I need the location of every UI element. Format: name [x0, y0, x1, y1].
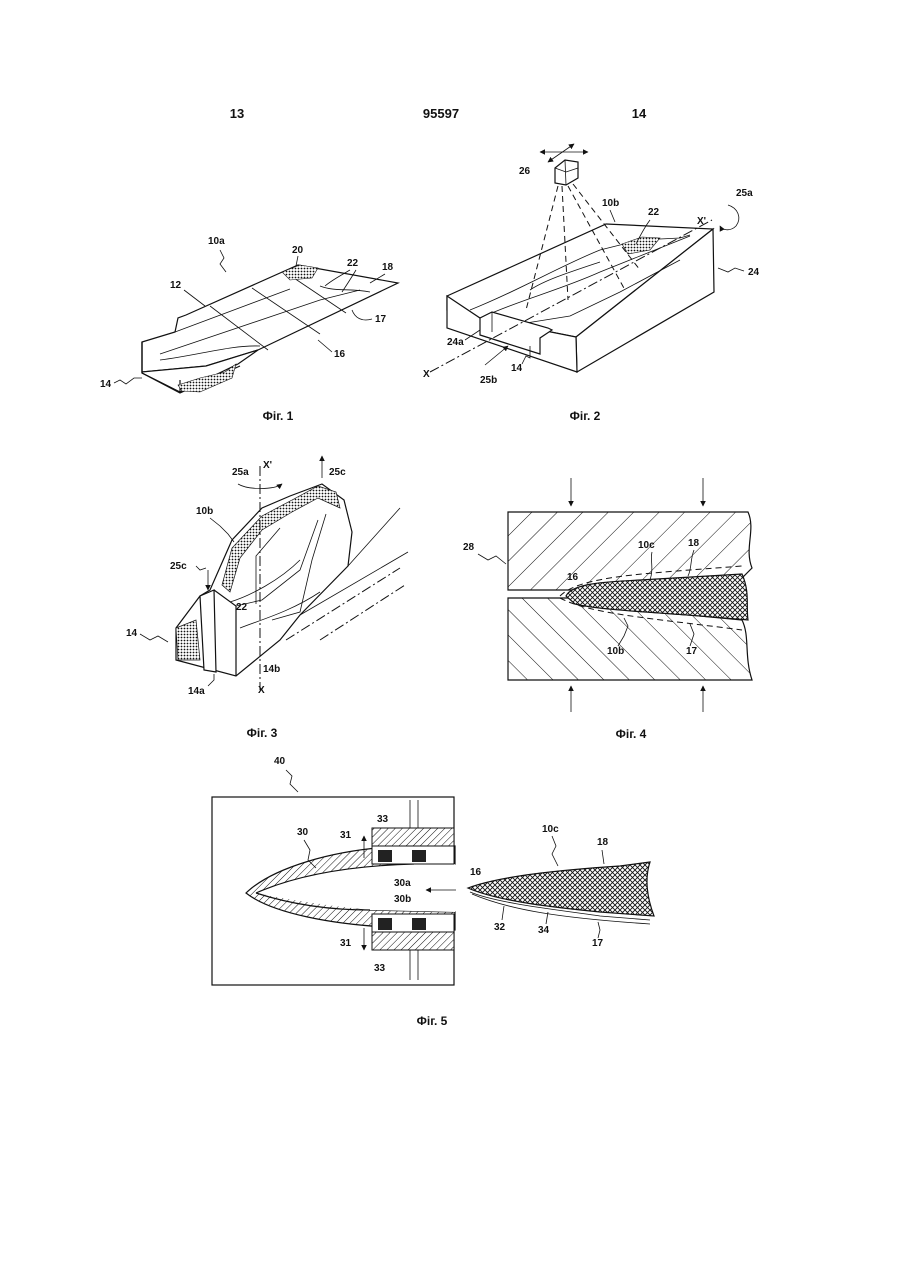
label-26: 26: [519, 166, 531, 177]
label-25c-top: 25c: [329, 467, 346, 478]
label-33-top: 33: [377, 814, 389, 825]
label-X: X: [423, 369, 430, 380]
label-28: 28: [463, 542, 475, 553]
label-X: X: [258, 685, 265, 696]
label-31-bottom: 31: [340, 938, 352, 949]
label-24a: 24a: [447, 337, 464, 348]
label-18: 18: [382, 262, 394, 273]
label-32: 32: [494, 922, 506, 933]
figure-5-caption: Фіг. 5: [417, 1014, 448, 1028]
figure-1: 10a 12 20 22 18 17 16 14 Фіг. 1: [100, 236, 398, 423]
label-12: 12: [170, 280, 182, 291]
label-30b: 30b: [394, 894, 411, 905]
label-14: 14: [126, 628, 138, 639]
label-14: 14: [511, 363, 523, 374]
label-22: 22: [648, 207, 660, 218]
document-number: 95597: [423, 106, 459, 121]
label-25a: 25a: [736, 188, 753, 199]
label-40: 40: [274, 756, 286, 767]
label-14a: 14a: [188, 686, 205, 697]
figure-3-caption: Фіг. 3: [247, 726, 278, 740]
label-14: 14: [100, 379, 112, 390]
label-10c: 10c: [542, 824, 559, 835]
label-25b: 25b: [480, 375, 497, 386]
label-18: 18: [597, 837, 609, 848]
figure-5: 40 30 33 31 30a 30b 31 33 10c 18 16 32 3…: [212, 756, 654, 1028]
label-10c: 10c: [638, 540, 655, 551]
figure-4-caption: Фіг. 4: [616, 727, 647, 741]
page-header: 13 95597 14: [230, 106, 647, 121]
label-34: 34: [538, 925, 550, 936]
label-31-top: 31: [340, 830, 352, 841]
figure-3: 25a X' 25c 10b 25c 22 14 14b 14a X Фіг. …: [126, 456, 408, 740]
label-X-prime: X': [697, 216, 706, 227]
label-30a: 30a: [394, 878, 411, 889]
label-X-prime: X': [263, 460, 272, 471]
figure-2: 26 10b 22 X' 25a 24 24a X 25b 14 Фіг. 2: [423, 144, 760, 423]
left-page-number: 13: [230, 106, 244, 121]
label-20: 20: [292, 245, 304, 256]
label-16: 16: [470, 867, 482, 878]
label-10b: 10b: [602, 198, 619, 209]
label-17: 17: [592, 938, 604, 949]
figure-1-caption: Фіг. 1: [263, 409, 294, 423]
right-page-number: 14: [632, 106, 647, 121]
figure-4: 28 10c 18 16 10b 17 Фіг. 4: [463, 478, 752, 741]
label-22: 22: [236, 602, 248, 613]
label-10a: 10a: [208, 236, 225, 247]
label-10b: 10b: [196, 506, 213, 517]
label-25c-left: 25c: [170, 561, 187, 572]
label-16: 16: [334, 349, 346, 360]
label-33-bottom: 33: [374, 963, 386, 974]
label-18: 18: [688, 538, 700, 549]
label-17: 17: [686, 646, 698, 657]
label-14b: 14b: [263, 664, 280, 675]
label-22: 22: [347, 258, 359, 269]
label-17: 17: [375, 314, 387, 325]
label-25a: 25a: [232, 467, 249, 478]
figure-2-caption: Фіг. 2: [570, 409, 601, 423]
label-10b: 10b: [607, 646, 624, 657]
blade-10c: [468, 862, 654, 916]
label-16: 16: [567, 572, 579, 583]
label-30: 30: [297, 827, 309, 838]
label-24: 24: [748, 267, 760, 278]
